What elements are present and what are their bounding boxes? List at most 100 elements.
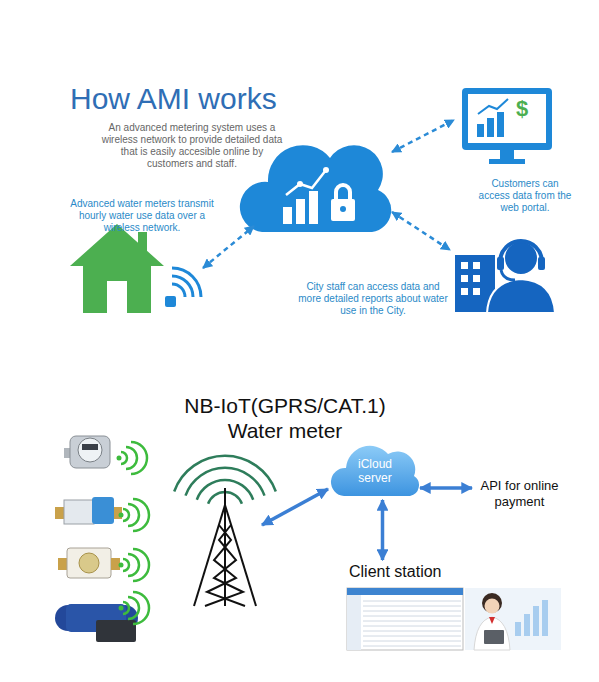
headset-ear: [538, 257, 545, 270]
person-collar: [489, 617, 495, 624]
table-row: [363, 606, 461, 607]
person-hair: [482, 593, 502, 613]
table-row: [363, 601, 461, 602]
signal-arc: [133, 592, 149, 624]
chart-line: [286, 170, 326, 195]
api-node: API for online payment: [472, 476, 567, 512]
signal-arc: [126, 447, 137, 469]
photo-background: [465, 588, 561, 650]
house-icon: [70, 224, 164, 313]
meter-dial: [79, 553, 99, 573]
client-station: Client station: [345, 560, 563, 652]
chart-dot: [297, 181, 303, 187]
staff-caption: City staff can access data and more deta…: [298, 281, 448, 317]
chart-line: [478, 99, 508, 114]
headset-ear: [497, 257, 504, 270]
screenshot-sidebar: [347, 595, 361, 650]
link-arrow: [262, 489, 328, 525]
signal-arc: [131, 442, 147, 474]
chart-bar: [477, 124, 484, 137]
signal-arc: [123, 602, 129, 614]
chart-bar: [533, 606, 539, 636]
chart-bar: [296, 199, 305, 224]
node-label: API for online payment: [472, 478, 567, 510]
house-door: [107, 281, 127, 313]
screenshot-header: [347, 588, 463, 595]
chart-bar: [487, 118, 494, 137]
building-window: [461, 262, 468, 269]
software-screenshot: [347, 588, 463, 650]
table-row: [363, 636, 461, 637]
headset-band: [500, 241, 542, 262]
description-text: An advanced metering system uses a wirel…: [98, 122, 286, 170]
person-face: [485, 599, 500, 614]
wifi-arc: [172, 268, 201, 297]
section-heading: Water meter: [150, 419, 420, 443]
monitor-frame: [462, 88, 552, 150]
chart-bar: [309, 191, 318, 224]
dashed-arrow: [392, 212, 450, 250]
lock-body: [331, 199, 355, 221]
chart-bar: [542, 600, 548, 636]
wifi-arc: [172, 276, 193, 297]
dashed-arrow: [392, 120, 454, 152]
customer-caption: Customers can access data from the web p…: [478, 178, 572, 214]
cloud-icon: [240, 145, 391, 232]
person-tablet: [484, 630, 504, 644]
meter-dial: [78, 438, 102, 462]
signal-arc: [121, 452, 127, 464]
dashed-arrow: [203, 226, 254, 268]
lock-shackle: [336, 185, 350, 200]
table-row: [363, 641, 461, 642]
building-window: [461, 275, 468, 282]
wifi-arc: [172, 284, 185, 297]
monitor-base: [489, 159, 525, 164]
server-cloud: iCloud server: [330, 440, 420, 500]
lock-keyhole: [340, 206, 346, 212]
link-arrow: [420, 486, 472, 490]
building-window: [473, 262, 480, 269]
link-arrow: [381, 500, 385, 560]
currency-symbol: $: [516, 97, 528, 121]
meter-display: [82, 444, 98, 450]
tower-bracing: [205, 525, 243, 606]
monitor-screen: [468, 94, 546, 143]
table-row: [363, 611, 461, 612]
signal-arc: [133, 499, 149, 531]
signal-arc: [128, 504, 139, 526]
signal-dot: [119, 563, 124, 568]
brass-fitting: [111, 558, 120, 570]
node-label: iCloud server: [348, 457, 402, 485]
person-body: [474, 617, 510, 650]
table-row: [363, 616, 461, 617]
meter-caption: Advanced water meters transmit hourly wa…: [66, 198, 218, 234]
table-row: [363, 646, 461, 647]
building-window: [473, 275, 480, 282]
signal-dot: [119, 606, 124, 611]
signal-dot: [117, 456, 122, 461]
table-row: [363, 621, 461, 622]
chart-dot: [323, 167, 329, 173]
cloud-shape: [331, 446, 419, 496]
person-body: [487, 279, 555, 313]
chart-bar: [515, 622, 521, 636]
monitor-stand: [500, 150, 514, 160]
building-window: [461, 288, 468, 295]
signal-arc: [123, 509, 129, 521]
chart-bar: [524, 614, 530, 636]
water-meter: [70, 436, 110, 468]
signal-arc: [123, 559, 129, 571]
section-heading: NB-IoT(GPRS/CAT.1): [150, 394, 420, 418]
table-row: [363, 626, 461, 627]
diagram-title: How AMI works: [70, 82, 277, 116]
building-window: [473, 288, 480, 295]
signal-dot: [119, 513, 124, 518]
meter-module: [96, 620, 136, 642]
chart-bar: [497, 112, 504, 137]
signal-arc: [128, 597, 139, 619]
water-meter: [67, 548, 111, 578]
signal-arc: [133, 549, 149, 581]
table-row: [363, 631, 461, 632]
